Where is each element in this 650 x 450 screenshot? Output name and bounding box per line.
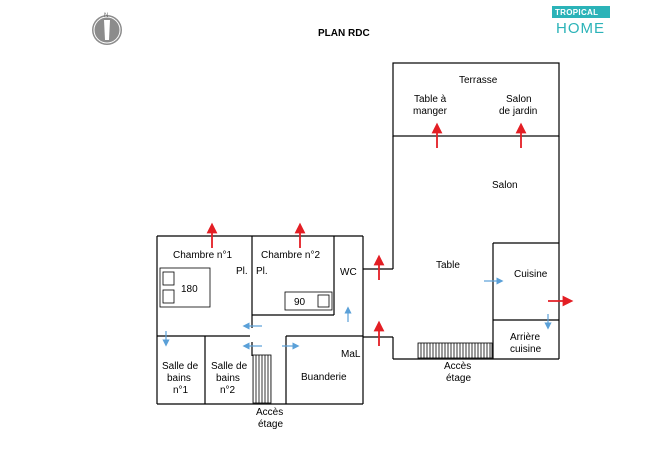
label-chambre-2: Chambre n°2 [261, 250, 320, 261]
stairs-right [417, 342, 493, 359]
label-buanderie: Buanderie [301, 372, 347, 383]
label-sdb-2-c: n°2 [220, 385, 236, 396]
label-sdb-1-b: bains [167, 373, 191, 384]
label-acces-etage-right-1: Accès [444, 361, 471, 372]
label-acces-etage-left-2: étage [258, 419, 283, 430]
label-arriere-cuisine-2: cuisine [510, 344, 542, 355]
label-sdb-1-c: n°1 [173, 385, 189, 396]
label-acces-etage-left-1: Accès [256, 407, 283, 418]
brand-logo: TROPICAL HOME [552, 6, 610, 37]
stairs-left [252, 354, 272, 404]
logo-top-text: TROPICAL [555, 8, 598, 17]
label-table-a-manger-1: Table à [414, 94, 447, 105]
compass-icon: N [92, 13, 122, 45]
label-chambre-1: Chambre n°1 [173, 250, 232, 261]
bed-1-size: 180 [181, 284, 198, 295]
compass-north-label: N [104, 13, 108, 19]
room-labels: Terrasse Table à manger Salon de jardin … [162, 75, 548, 430]
label-sdb-2-b: bains [216, 373, 240, 384]
walls [156, 62, 560, 405]
label-salon: Salon [492, 180, 518, 191]
label-cuisine: Cuisine [514, 269, 548, 280]
bed-90: 90 [284, 291, 333, 311]
page-title: PLAN RDC [318, 28, 370, 39]
bed-2-size: 90 [294, 297, 306, 308]
label-sdb-1-a: Salle de [162, 361, 199, 372]
label-acces-etage-right-2: étage [446, 373, 471, 384]
label-table-a-manger-2: manger [413, 106, 448, 117]
label-wc: WC [340, 267, 357, 278]
label-salon-de-jardin-1: Salon [506, 94, 532, 105]
label-placard-1: Pl. [236, 266, 248, 277]
label-sdb-2-a: Salle de [211, 361, 248, 372]
logo-bottom-text: HOME [556, 20, 605, 37]
label-terrasse: Terrasse [459, 75, 498, 86]
label-salon-de-jardin-2: de jardin [499, 106, 537, 117]
bed-180: 180 [159, 267, 211, 308]
label-table: Table [436, 260, 460, 271]
label-placard-2: Pl. [256, 266, 268, 277]
label-mal: MaL [341, 349, 361, 360]
door-arrows [162, 277, 552, 350]
exit-arrows [206, 122, 574, 346]
label-arriere-cuisine-1: Arrière [510, 332, 540, 343]
